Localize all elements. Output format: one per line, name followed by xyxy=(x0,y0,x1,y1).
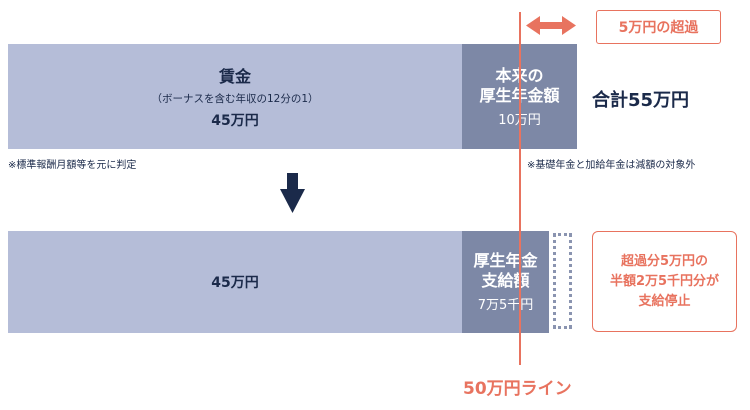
excess-box: 5万円の超過 xyxy=(596,10,721,44)
total-label: 合計55万円 xyxy=(592,90,690,111)
wage-amount-bottom: 45万円 xyxy=(211,275,259,291)
down-arrow-icon xyxy=(280,173,305,213)
wage-bar-bottom: 45万円 xyxy=(8,231,462,333)
excess-label: 5万円の超過 xyxy=(618,20,699,36)
explain-box: 超過分5万円の 半額2万5千円分が 支給停止 xyxy=(592,231,737,332)
explain-line-1: 超過分5万円の xyxy=(620,253,709,269)
threshold-line-label: 50万円ライン xyxy=(463,379,572,399)
note-left: ※標準報酬月額等を元に判定 xyxy=(8,160,137,171)
excess-double-arrow-icon xyxy=(526,16,576,35)
wage-subtitle: （ボーナスを含む年収の12分の1） xyxy=(151,93,319,105)
wage-amount-top: 45万円 xyxy=(211,113,259,129)
pension-title-bottom-2: 支給額 xyxy=(481,271,530,290)
explain-line-3: 支給停止 xyxy=(638,293,691,309)
wage-title: 賃金 xyxy=(218,67,251,86)
suspended-amount-outline xyxy=(553,233,572,329)
pension-title-bottom-1: 厚生年金 xyxy=(473,251,538,270)
explain-line-2: 半額2万5千円分が xyxy=(609,273,720,289)
pension-bar-bottom: 厚生年金 支給額 7万5千円 xyxy=(462,231,549,333)
note-right: ※基礎年金と加給年金は減額の対象外 xyxy=(527,160,696,171)
wage-bar-top: 賃金 （ボーナスを含む年収の12分の1） 45万円 xyxy=(8,44,462,149)
